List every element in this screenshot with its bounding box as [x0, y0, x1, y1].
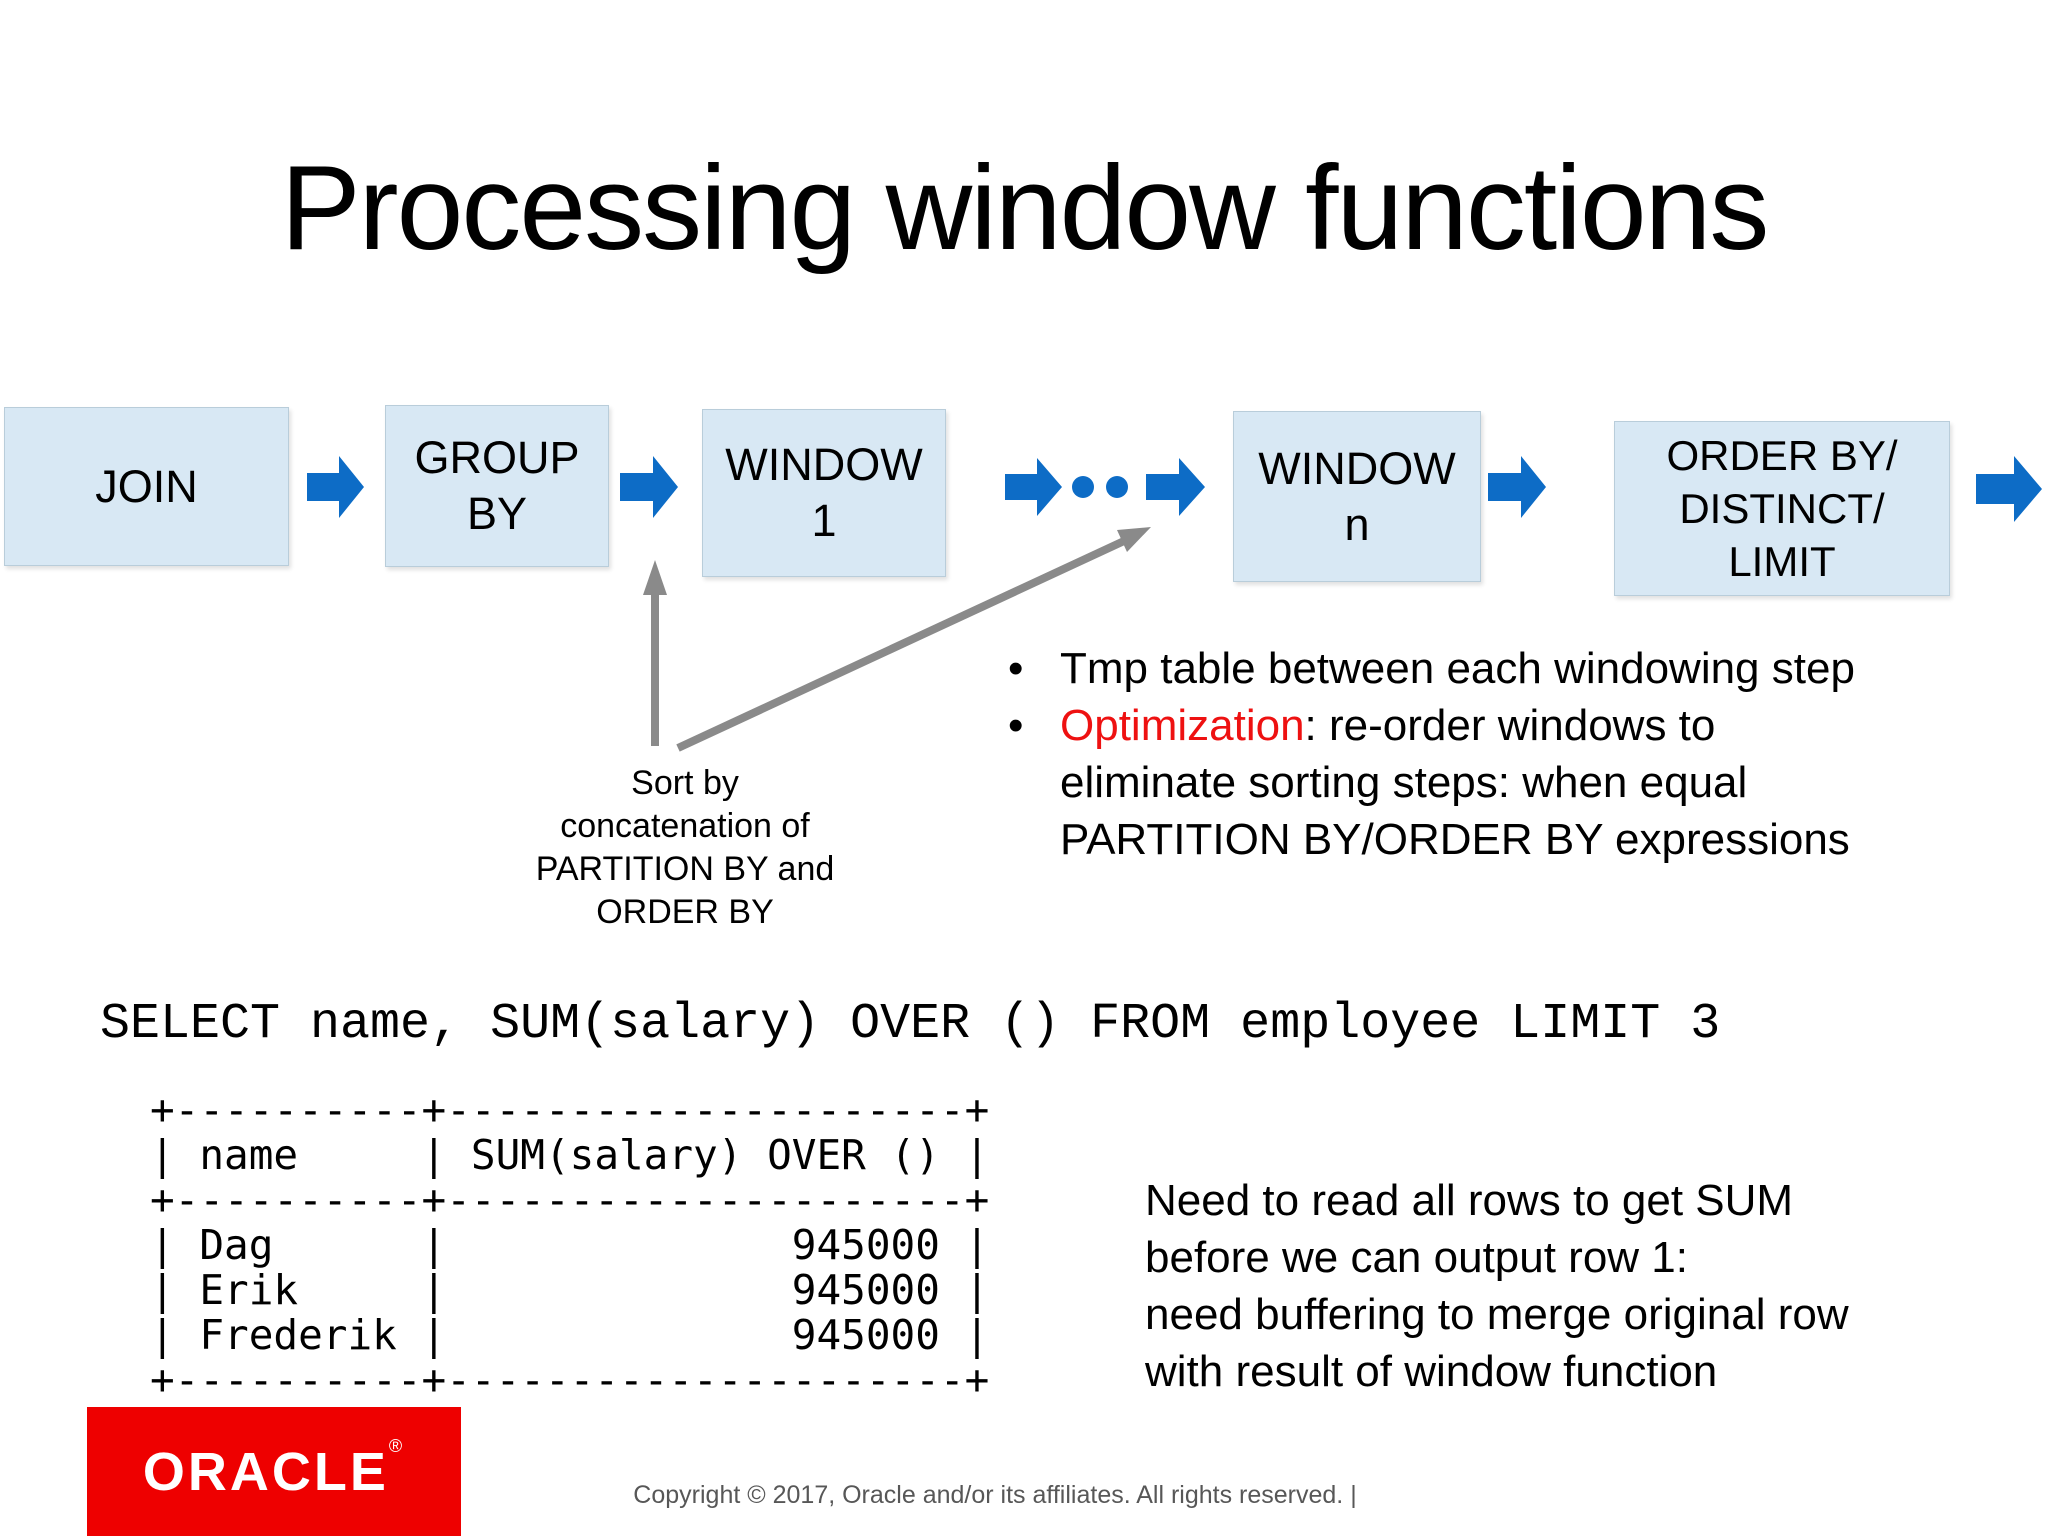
oracle-logo-text: ORACLE® [142, 1435, 406, 1502]
slide-title: Processing window functions [280, 141, 1770, 276]
bullet-item-tmp-table: • Tmp table between each windowing step [1008, 640, 2040, 697]
sql-result-table: +----------+---------------------+ | nam… [150, 1086, 990, 1404]
flow-box-window-n-label: WINDOW n [1258, 442, 1456, 550]
bullet-list: • Tmp table between each windowing step … [1008, 640, 2040, 868]
flow-box-join-label: JOIN [95, 460, 198, 512]
flow-arrow-icon [307, 456, 364, 518]
sql-query: SELECT name, SUM(salary) OVER () FROM em… [100, 996, 1721, 1053]
optimization-rest: : re-order windows to eliminate sorting … [1060, 701, 1850, 864]
flow-arrow-icon [620, 456, 678, 518]
buffering-note: Need to read all rows to get SUM before … [1145, 1176, 1849, 1396]
flow-box-window-1-label: WINDOW 1 [725, 439, 923, 546]
ellipsis-dot-icon [1072, 476, 1094, 498]
flow-box-window-1: WINDOW 1 [702, 409, 946, 577]
sort-annotation: Sort by concatenation of PARTITION BY an… [535, 764, 835, 931]
gray-arrow-head-icon [1117, 527, 1151, 552]
optimization-highlight: Optimization [1060, 701, 1305, 750]
bullet-text: Tmp table between each windowing step [1060, 644, 1855, 693]
flow-box-order-by-distinct-limit: ORDER BY/ DISTINCT/ LIMIT [1614, 421, 1950, 596]
flow-box-order-by-distinct-limit-label: ORDER BY/ DISTINCT/ LIMIT [1666, 432, 1898, 585]
ellipsis-dot-icon [1106, 476, 1128, 498]
gray-arrow-head-icon [643, 560, 667, 595]
flow-box-group-by-label: GROUP BY [414, 432, 580, 539]
flow-box-window-n: WINDOW n [1233, 411, 1481, 582]
oracle-logo: ORACLE® [87, 1407, 461, 1536]
flow-arrow-icon [1488, 456, 1546, 518]
registered-mark-icon: ® [388, 1435, 406, 1456]
bullet-marker: • [1008, 644, 1024, 693]
flow-arrow-icon [1146, 458, 1205, 516]
bullet-text: Optimization: re-order windows to elimin… [1060, 697, 1850, 868]
flow-box-group-by: GROUP BY [385, 405, 609, 567]
flow-box-join: JOIN [4, 407, 289, 566]
copyright-text: Copyright © 2017, Oracle and/or its affi… [633, 1481, 1357, 1509]
flow-arrow-icon [1005, 458, 1062, 516]
bullet-marker: • [1008, 701, 1024, 750]
flow-arrow-icon [1976, 456, 2042, 522]
bullet-item-optimization: • Optimization: re-order windows to elim… [1008, 697, 2040, 868]
